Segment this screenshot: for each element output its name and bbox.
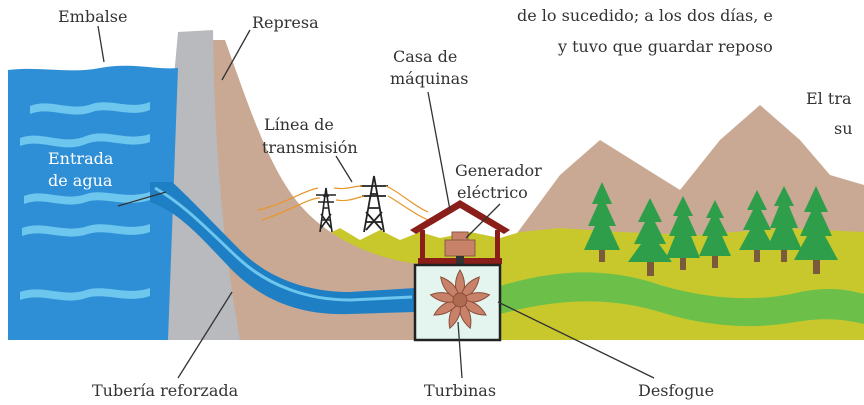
transmission-tower-large <box>360 175 388 233</box>
turbine-wheel <box>429 269 491 330</box>
generator <box>444 239 476 257</box>
tree-6 <box>766 186 802 262</box>
background-text-line-3: El tra <box>806 89 852 108</box>
powerhouse-frame-right <box>495 230 500 266</box>
background-text-line-1: de lo sucedido; a los dos días, e <box>517 6 773 25</box>
label-turbinas: Turbinas <box>424 381 496 400</box>
background-text-line-4: su <box>834 119 853 138</box>
label-embalse: Embalse <box>58 7 127 26</box>
label-linea-de-transmision-line-1: Línea de <box>264 115 334 134</box>
label-generador-electrico-line-1: Generador <box>455 161 542 180</box>
tree-2 <box>628 198 672 276</box>
background-text-line-2: y tuvo que guardar reposo <box>557 37 773 56</box>
power-lines <box>257 185 429 221</box>
generator-top <box>451 231 469 241</box>
penstock-highlight <box>154 186 413 302</box>
label-casa-de-maquinas-line-2: máquinas <box>390 69 468 88</box>
dam-wall <box>163 30 240 340</box>
tree-3 <box>666 196 700 270</box>
reservoir-water <box>8 65 178 341</box>
earth-embankment <box>210 40 430 340</box>
label-entrada-de-agua-line-1: Entrada <box>48 149 114 168</box>
tree-7 <box>794 186 838 274</box>
powerhouse-frame-left <box>420 230 425 266</box>
label-desfogue: Desfogue <box>638 381 714 400</box>
river-desfogue <box>500 272 864 327</box>
tree-1 <box>584 182 620 262</box>
forest-trees <box>584 182 838 276</box>
label-tuberia-reforzada: Tubería reforzada <box>92 381 239 400</box>
label-entrada-de-agua-line-2: de agua <box>48 171 113 190</box>
label-casa-de-maquinas-line-1: Casa de <box>393 47 457 66</box>
label-represa: Represa <box>252 13 319 32</box>
label-generador-electrico-line-2: eléctrico <box>457 183 528 202</box>
label-linea-de-transmision-line-2: transmisión <box>262 138 358 157</box>
powerhouse-roof <box>410 200 510 234</box>
leader-lines <box>97 25 655 379</box>
reservoir-waves <box>20 102 150 301</box>
transmission-tower-small <box>316 187 336 233</box>
tree-5 <box>739 190 775 262</box>
tree-4 <box>699 200 731 268</box>
powerhouse <box>410 200 510 342</box>
